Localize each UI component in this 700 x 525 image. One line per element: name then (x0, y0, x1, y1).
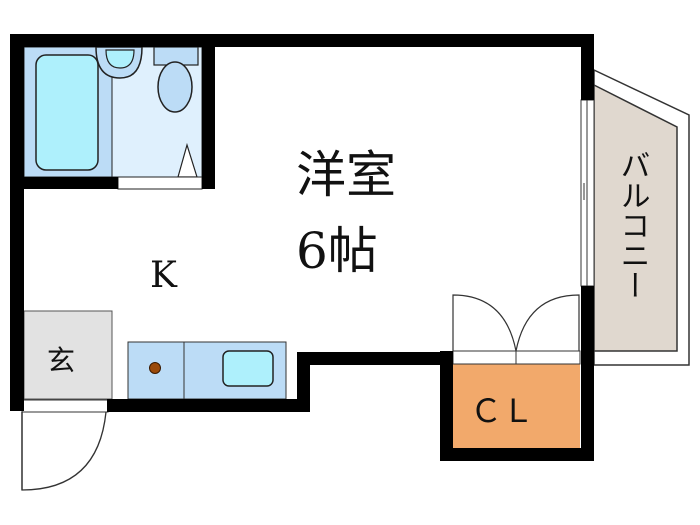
closet-door-left (452, 294, 517, 352)
entrance-door-swing (21, 411, 107, 491)
closet (452, 294, 581, 448)
entrance (21, 310, 113, 491)
walls (10, 34, 594, 461)
balcony-window (580, 99, 595, 287)
balcony-label: バルコニー (615, 150, 650, 300)
stove-icon (149, 362, 161, 374)
western-room-label: 洋室 (296, 146, 396, 204)
kitchen-counter (127, 341, 287, 400)
kitchen-sink-icon (222, 350, 274, 387)
bathroom-door (117, 176, 203, 190)
toilet-icon (157, 61, 193, 113)
bathtub-icon (35, 54, 99, 171)
closet-door-right (515, 294, 580, 352)
entrance-label: 玄 (47, 344, 75, 377)
closet-label: ＣＬ (470, 392, 534, 430)
bathroom (23, 46, 203, 190)
kitchen-label: K (150, 255, 178, 296)
western-room-size: 6帖 (296, 222, 378, 280)
